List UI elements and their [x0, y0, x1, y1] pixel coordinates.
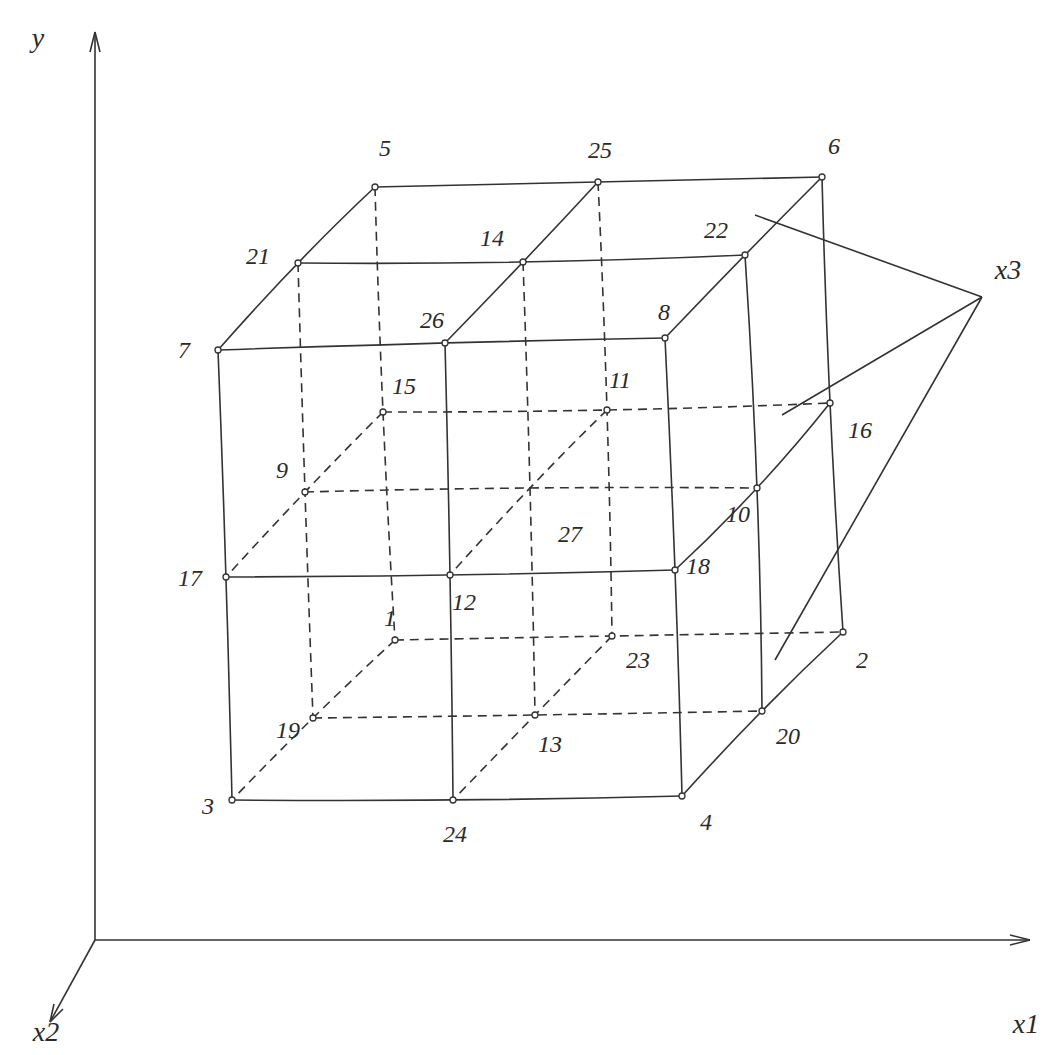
node-point	[310, 715, 316, 721]
node-number: 16	[848, 418, 872, 442]
node-number: 21	[246, 244, 270, 268]
node-point	[604, 407, 610, 413]
node-number: 10	[726, 502, 750, 526]
axis-arrow	[1010, 935, 1030, 945]
visible-edge	[232, 796, 682, 801]
hidden-edge	[305, 488, 757, 493]
node-number: 4	[700, 810, 712, 834]
axis-arrow	[90, 32, 100, 52]
node-point	[672, 567, 678, 573]
axis-label: x1	[1013, 1010, 1039, 1038]
node-point	[442, 340, 448, 346]
node-point	[742, 252, 748, 258]
node-number: 17	[178, 566, 202, 590]
node-point	[372, 184, 378, 190]
node-point	[392, 637, 398, 643]
node-number: 27	[558, 522, 582, 546]
node-number: 24	[443, 822, 467, 846]
y-axis	[94, 32, 96, 940]
hidden-edge	[298, 263, 313, 718]
visible-edge	[218, 187, 375, 350]
node-number: 13	[538, 732, 562, 756]
node-point	[840, 629, 846, 635]
visible-edge	[675, 403, 830, 570]
node-point	[754, 485, 760, 491]
node-number: 8	[658, 300, 670, 324]
hidden-edge	[375, 187, 395, 640]
visible-edge	[375, 177, 822, 187]
node-number: 7	[178, 338, 190, 362]
node-number: 14	[480, 226, 504, 250]
node-number: 25	[588, 138, 612, 162]
node-point	[532, 712, 538, 718]
node-number: 15	[392, 374, 416, 398]
node-point	[609, 633, 615, 639]
node-point	[450, 797, 456, 803]
node-point	[215, 347, 221, 353]
node-point	[223, 574, 229, 580]
node-number: 3	[202, 794, 214, 818]
visible-edge	[822, 177, 843, 632]
node-number: 9	[276, 458, 288, 482]
node-point	[520, 259, 526, 265]
node-number: 26	[420, 308, 444, 332]
visible-edge	[218, 350, 232, 800]
node-number: 22	[704, 218, 728, 242]
visible-edge	[218, 338, 665, 350]
hidden-edge	[453, 636, 612, 800]
visible-edge	[665, 177, 822, 338]
hidden-edge	[383, 403, 830, 412]
node-point	[819, 174, 825, 180]
axis-label: y	[32, 24, 44, 52]
node-number: 5	[379, 136, 391, 160]
node-number: 2	[856, 648, 868, 672]
visible-edge	[745, 255, 762, 711]
hidden-edge	[598, 182, 612, 636]
axis-label: x3	[995, 256, 1021, 284]
x2-axis	[50, 940, 95, 1022]
node-number: 19	[276, 718, 300, 742]
hidden-edge	[232, 640, 395, 800]
hidden-edge	[450, 410, 607, 575]
node-point	[595, 179, 601, 185]
hidden-edge	[226, 412, 383, 577]
node-number: 18	[686, 554, 710, 578]
x1-axis	[95, 939, 1030, 941]
visible-edge	[665, 338, 682, 796]
node-number: 12	[452, 590, 476, 614]
hidden-edge	[395, 632, 843, 640]
node-number: 23	[626, 648, 650, 672]
node-number: 1	[384, 606, 396, 630]
node-point	[295, 260, 301, 266]
node-point	[679, 793, 685, 799]
node-point	[827, 400, 833, 406]
node-point	[380, 409, 386, 415]
node-number: 6	[828, 134, 840, 158]
node-point	[759, 708, 765, 714]
node-number: 11	[609, 368, 631, 392]
node-point	[229, 797, 235, 803]
leader-line	[755, 215, 982, 660]
node-number: 20	[776, 724, 800, 748]
node-point	[662, 335, 668, 341]
axis-label: x2	[33, 1018, 59, 1046]
visible-edge	[682, 632, 843, 796]
node-point	[302, 489, 308, 495]
visible-edge	[445, 182, 598, 343]
node-point	[447, 572, 453, 578]
